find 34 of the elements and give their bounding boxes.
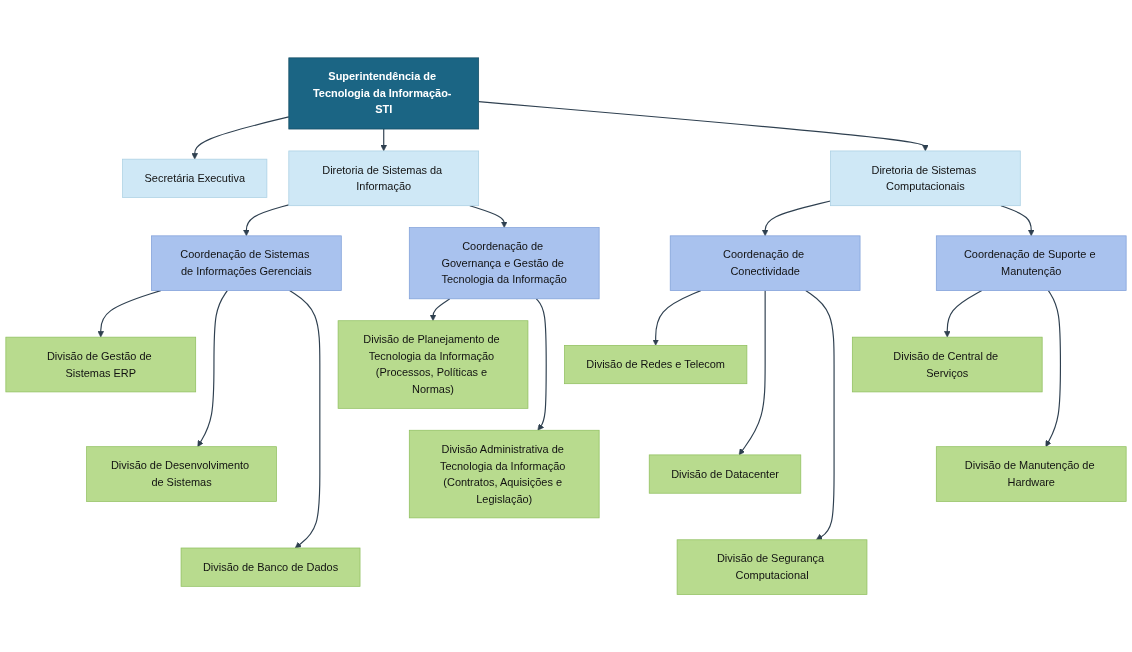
- node-box: Divisão de Planejamento de Tecnologia da Informação (Processos, Políticas e Normas): [337, 320, 529, 409]
- node-box: Coordenação de Sistemas de Informações Gerenciais: [151, 235, 342, 291]
- arrow: [1000, 204, 1035, 236]
- arrow: [429, 298, 451, 321]
- arrow: [1045, 289, 1062, 447]
- node-box: Coordenação de Suporte e Manutenção: [935, 235, 1127, 291]
- arrow: [652, 289, 702, 346]
- arrow: [380, 128, 387, 152]
- node-box: Divisão de Redes e Telecom: [564, 344, 748, 384]
- node-box: Diretoria de Sistemas da Informação: [288, 150, 480, 206]
- arrow: [944, 289, 983, 338]
- node-box: Coordenação de Conectividade: [669, 235, 861, 291]
- node-box: Divisão de Banco de Dados: [180, 547, 361, 587]
- arrow: [535, 298, 547, 431]
- node-box: Divisão Administrativa de Tecnologia da Informação (Contratos, Aquisições e Legislação): [408, 429, 600, 519]
- arrow: [289, 289, 321, 549]
- arrow: [761, 200, 831, 236]
- arrow: [191, 116, 290, 160]
- node-box: Divisão de Datacenter: [648, 454, 802, 494]
- arrow: [805, 289, 835, 540]
- arrow: [469, 204, 508, 228]
- node-box: Divisão de Central de Serviços: [851, 336, 1043, 393]
- node-box: Superintendência de Tecnologia da Informação- STI: [288, 57, 480, 130]
- arrow: [243, 204, 290, 236]
- arrow: [197, 289, 228, 447]
- node-box: Coordenação de Governança e Gestão de Tecnologia da Informação: [408, 227, 600, 299]
- node-box: Divisão de Desenvolvimento de Sistemas: [86, 446, 277, 502]
- arrow: [738, 289, 766, 455]
- arrow: [478, 100, 929, 152]
- node-box: Secretária Executiva: [122, 158, 268, 198]
- node-box: Divisão de Manutenção de Hardware: [935, 446, 1127, 502]
- node-box: Divisão de Gestão de Sistemas ERP: [5, 336, 197, 393]
- node-box: Diretoria de Sistemas Computacionais: [830, 150, 1021, 206]
- node-box: Divisão de Segurança Computacional: [676, 539, 868, 595]
